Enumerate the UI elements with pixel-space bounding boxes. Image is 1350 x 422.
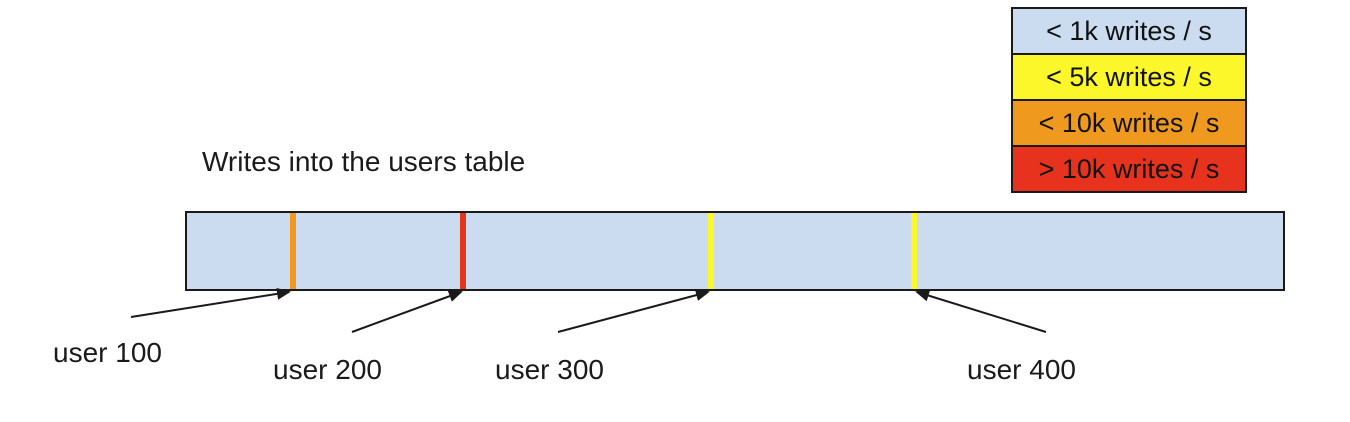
- user-label: user 400: [967, 354, 1076, 385]
- legend-item: < 1k writes / s: [1011, 7, 1247, 55]
- annotation-arrow-line: [557, 289, 710, 333]
- write-hotspot-stripe: [460, 213, 466, 289]
- users-table-bar: [185, 211, 1285, 291]
- user-label: user 200: [273, 354, 382, 385]
- write-hotspot-stripe: [290, 213, 296, 289]
- legend-item: > 10k writes / s: [1011, 145, 1247, 193]
- legend-item-label: < 1k writes / s: [1046, 15, 1212, 46]
- legend: < 1k writes / s < 5k writes / s < 10k writ…: [1011, 7, 1247, 193]
- write-hotspot-stripe: [708, 213, 714, 289]
- write-hotspot-stripe: [911, 213, 917, 289]
- annotation-arrow-line: [915, 289, 1047, 333]
- legend-item-label: > 10k writes / s: [1038, 153, 1220, 184]
- user-label: user 300: [495, 354, 604, 385]
- legend-item-label: < 10k writes / s: [1038, 107, 1220, 138]
- annotation-arrow-line: [130, 287, 291, 318]
- legend-item: < 10k writes / s: [1011, 99, 1247, 147]
- user-label: user 100: [53, 337, 162, 368]
- legend-item: < 5k writes / s: [1011, 53, 1247, 101]
- legend-item-label: < 5k writes / s: [1046, 61, 1212, 92]
- annotation-arrow-line: [351, 290, 463, 333]
- diagram-title: Writes into the users table: [202, 146, 526, 177]
